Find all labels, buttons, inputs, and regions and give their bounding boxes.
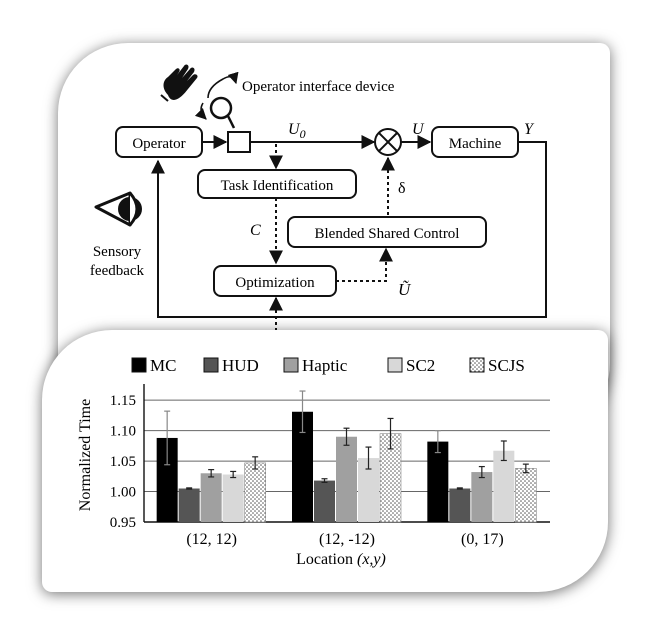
- x-tick-label: (12, 12): [186, 531, 237, 548]
- y-tick-label: 1.15: [110, 393, 136, 409]
- chart-card: MC HUD Haptic SC2 SCJS 0.95 1.00 1.05 1.10 1.15 (…: [42, 330, 608, 592]
- summing-junction: [374, 128, 402, 156]
- operator-interface-label: Operator interface device: [242, 79, 395, 95]
- optimization-label: Optimization: [235, 275, 315, 291]
- u0-label: U0: [288, 121, 306, 141]
- legend-label-hud: HUD: [222, 356, 259, 375]
- y-tick-label: 1.05: [110, 454, 136, 470]
- y-tick-label: 1.00: [110, 485, 136, 501]
- y-tick-label: 0.95: [110, 515, 136, 531]
- bar-hud: [314, 480, 335, 522]
- bar-haptic: [471, 472, 493, 522]
- bar-mc: [156, 437, 178, 522]
- blended-shared-control-box: [287, 216, 487, 248]
- y-axis-label: Normalized Time: [77, 399, 94, 511]
- machine-label: Machine: [449, 136, 502, 152]
- u-label: U: [412, 121, 425, 138]
- bar-mc: [292, 411, 313, 522]
- chart-bars: [156, 390, 537, 523]
- legend-label-scjs: SCJS: [488, 356, 525, 375]
- bar-hud: [449, 488, 471, 522]
- bar-haptic: [336, 436, 357, 522]
- c-label: C: [250, 222, 261, 239]
- interface-device-box: [227, 131, 251, 153]
- task-identification-label: Task Identification: [221, 178, 334, 194]
- bar-mc: [427, 441, 449, 522]
- u-tilde-label: Ũ: [398, 280, 412, 299]
- legend-swatch-scjs: [469, 357, 485, 373]
- joystick-knob-icon: [209, 96, 233, 120]
- bar-haptic: [200, 473, 222, 522]
- legend-swatch-haptic: [283, 357, 299, 373]
- x-tick-label: (0, 17): [461, 531, 504, 548]
- bar-sc2: [493, 450, 515, 522]
- blended-shared-control-label: Blended Shared Control: [315, 226, 460, 242]
- legend-swatch-sc2: [387, 357, 403, 373]
- bar-hud: [178, 488, 200, 522]
- chart-legend: MC HUD Haptic SC2 SCJS: [131, 356, 525, 375]
- operator-label: Operator: [132, 136, 185, 152]
- sensory-feedback-label-2: feedback: [90, 263, 145, 279]
- legend-label-sc2: SC2: [406, 356, 435, 375]
- block-diagram: Operator interface device Operator U0 U …: [90, 64, 585, 395]
- x-axis-label: Location (x,y): [296, 551, 386, 568]
- bar-sc2: [358, 458, 379, 522]
- legend-label-haptic: Haptic: [302, 356, 348, 375]
- legend-swatch-mc: [131, 357, 147, 373]
- bar-scjs: [515, 468, 537, 523]
- bar-chart: MC HUD Haptic SC2 SCJS 0.95 1.00 1.05 1.10 1.15 (…: [77, 356, 550, 568]
- hand-icon: [160, 64, 198, 102]
- bar-sc2: [222, 474, 244, 522]
- legend-label-mc: MC: [150, 356, 176, 375]
- rotation-arrow-icon: [207, 71, 239, 99]
- bar-scjs: [244, 462, 266, 523]
- legend-swatch-hud: [203, 357, 219, 373]
- delta-label: δ: [398, 180, 406, 197]
- sensory-feedback-label-1: Sensory: [93, 244, 142, 260]
- y-tick-label: 1.10: [110, 424, 136, 440]
- y-label: Y: [524, 121, 535, 138]
- chart-ticks: 0.95 1.00 1.05 1.10 1.15 (12, 12) (12, -12) (0,…: [110, 393, 504, 548]
- eye-icon: [94, 191, 142, 227]
- x-tick-label: (12, -12): [319, 531, 375, 548]
